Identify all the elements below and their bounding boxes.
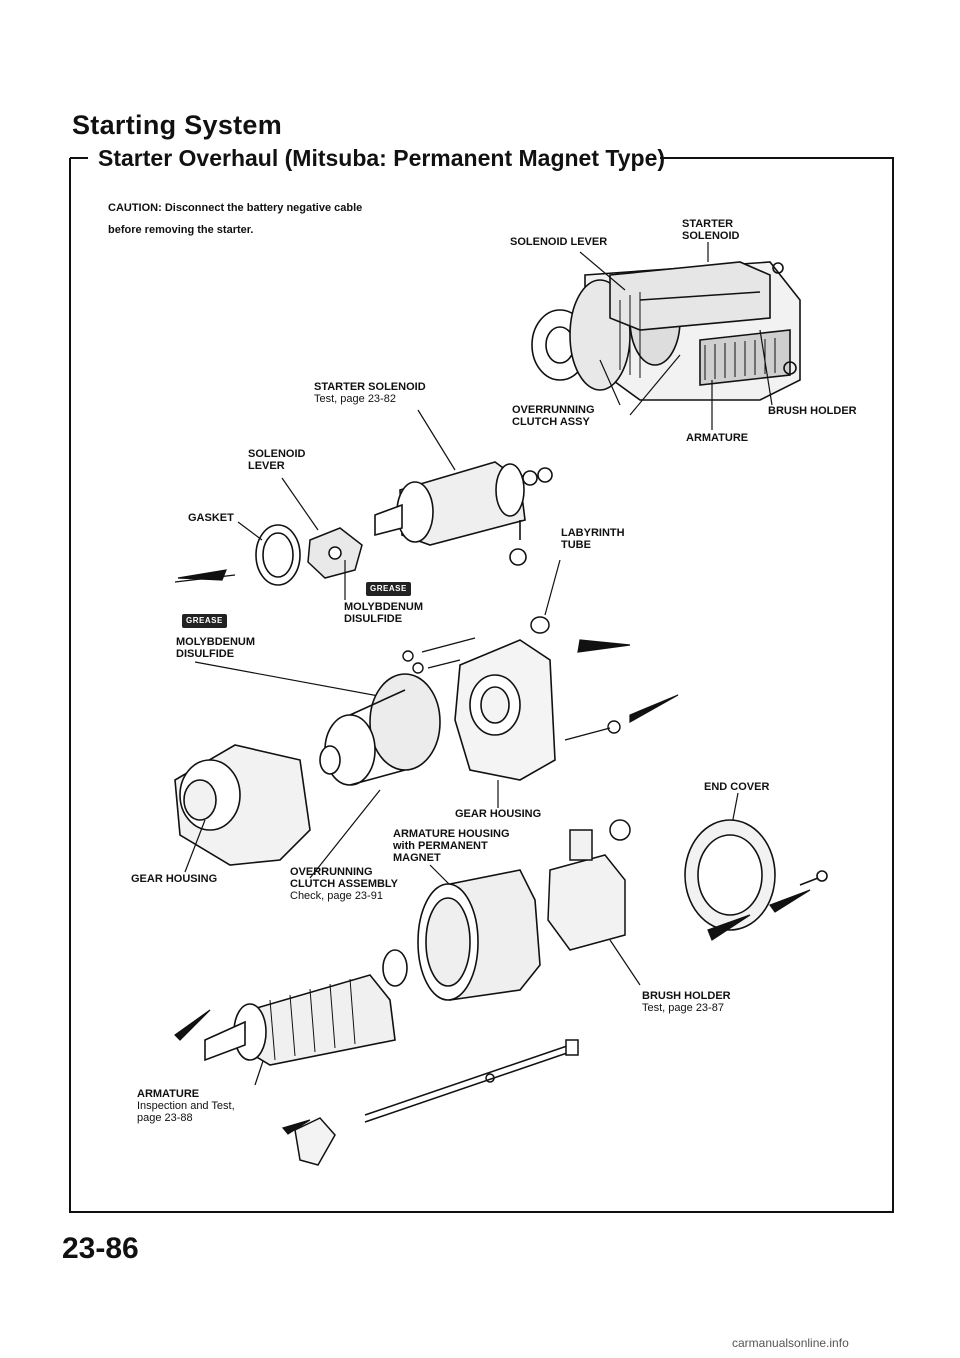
label-gasket: GASKET <box>188 512 234 524</box>
grease-icon: GREASE <box>182 614 227 628</box>
page-title: Starting System <box>72 110 283 140</box>
overrunning-clutch-illustration <box>319 673 441 786</box>
caution-line-1: CAUTION: Disconnect the battery negative… <box>108 202 363 214</box>
label-overrunning-clutch-assembly: OVERRUNNING CLUTCH ASSEMBLY Check, page … <box>290 866 398 902</box>
solenoid-lever-illustration <box>307 527 363 579</box>
diagram-frame <box>69 157 894 1213</box>
label-brush-holder-bottom: BRUSH HOLDER Test, page 23-87 <box>642 990 731 1014</box>
label-gear-housing-right: GEAR HOUSING <box>455 808 542 820</box>
label-molybdenum-left: MOLYBDENUM DISULFIDE <box>176 636 256 660</box>
labyrinth-tube-illustration <box>530 616 550 634</box>
caution-line-2: before removing the starter. <box>108 224 254 236</box>
label-armature-bottom: ARMATURE Inspection and Test, page 23-88 <box>137 1088 235 1124</box>
through-bolt-illustration <box>294 1039 579 1166</box>
label-solenoid-lever-top: SOLENOID LEVER <box>510 236 608 248</box>
label-overrunning-clutch-assy: OVERRUNNING CLUTCH ASSY <box>512 404 595 428</box>
label-molybdenum-mid: MOLYBDENUM DISULFIDE <box>344 601 424 625</box>
label-labyrinth-tube: LABYRINTH TUBE <box>561 527 625 551</box>
gear-housing-left-illustration <box>174 744 311 866</box>
starter-solenoid-illustration <box>374 461 553 566</box>
section-subtitle: Starter Overhaul (Mitsuba: Permanent Mag… <box>98 145 666 171</box>
footer-watermark: carmanualsonline.info <box>732 1336 849 1350</box>
armature-housing-illustration <box>417 869 541 1001</box>
label-starter-solenoid-top: STARTER SOLENOID <box>682 218 740 242</box>
gear-housing-right-illustration <box>454 639 556 781</box>
bolts-illustration <box>402 637 621 741</box>
end-cover-illustration <box>684 819 828 931</box>
leader-lines-lower <box>184 780 739 1086</box>
leader-lines-top <box>417 242 773 471</box>
caution-note: CAUTION: Disconnect the battery negative… <box>108 197 362 241</box>
label-armature-top: ARMATURE <box>686 432 749 444</box>
assembled-starter-illustration <box>531 261 801 401</box>
label-end-cover: END COVER <box>704 781 770 793</box>
label-gear-housing-left: GEAR HOUSING <box>131 873 218 885</box>
armature-illustration <box>204 949 408 1066</box>
label-solenoid-lever: SOLENOID LEVER <box>248 448 306 472</box>
label-starter-solenoid-test: STARTER SOLENOID Test, page 23-82 <box>314 381 426 405</box>
gasket-illustration <box>255 524 301 586</box>
assembly-arrows <box>174 569 811 1135</box>
grease-icon: GREASE <box>366 582 411 596</box>
brush-holder-illustration <box>547 819 631 951</box>
label-armature-housing: ARMATURE HOUSING with PERMANENT MAGNET <box>393 828 510 864</box>
label-brush-holder-top: BRUSH HOLDER <box>768 405 857 417</box>
page-number: 23-86 <box>62 1232 139 1265</box>
